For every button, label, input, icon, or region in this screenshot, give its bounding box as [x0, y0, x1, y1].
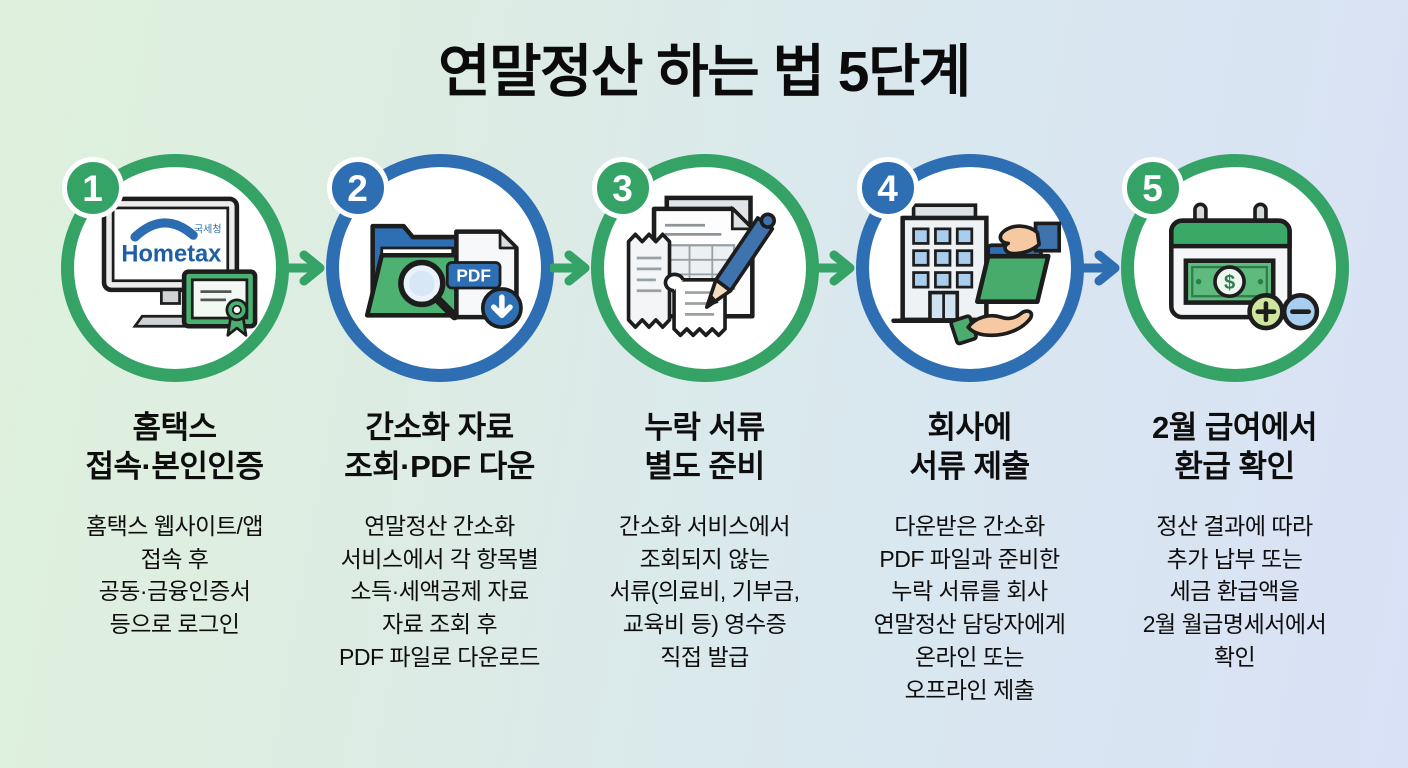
step-5-circle: 5 $ — [1120, 154, 1349, 382]
flow-arrow-4-icon — [1080, 250, 1120, 286]
step-2-number-badge: 2 — [326, 157, 389, 219]
svg-text:국세청: 국세청 — [193, 224, 221, 236]
documents-receipt-pen-icon — [626, 195, 776, 338]
step-1: 1 국세청 Hometax 홈택스 접속·본인인증 — [42, 154, 307, 641]
step-1-number-badge: 1 — [61, 157, 124, 219]
step-1-description: 홈택스 웹사이트/앱 접속 후 공동·금융인증서 등으로 로그인 — [85, 512, 264, 638]
flow-arrow-2-icon — [550, 250, 590, 286]
page-title: 연말정산 하는 법 5단계 — [438, 40, 971, 104]
folder-search-pdf-download-icon: PDF — [364, 223, 523, 329]
building-folder-handover-icon — [890, 203, 1061, 346]
flow-arrow-3-icon — [815, 250, 855, 286]
step-2: 2 PDF 간소화 자료 조회·PDF 다운 연말정산 간소화 서비스 — [307, 154, 572, 674]
step-3-description: 간소화 서비스에서 조회되지 않는 서류(의료비, 기부금, 교육비 등) 영수… — [609, 512, 800, 671]
step-2-title: 간소화 자료 조회·PDF 다운 — [344, 410, 535, 485]
step-3-number-badge: 3 — [591, 157, 654, 219]
svg-text:$: $ — [1223, 272, 1234, 294]
step-2-circle: 2 PDF — [325, 154, 554, 382]
step-5: 5 $ 2월 급여에서 환급 확인 정산 결과 — [1102, 154, 1367, 674]
step-1-title: 홈택스 접속·본인인증 — [85, 410, 264, 485]
step-4: 4 — [837, 154, 1102, 707]
hometax-monitor-certificate-icon: 국세청 Hometax — [101, 196, 257, 337]
step-5-description: 정산 결과에 따라 추가 납부 또는 세금 환급액을 2월 월급명세서에서 확인 — [1142, 512, 1327, 671]
step-5-number-badge: 5 — [1121, 157, 1184, 219]
svg-text:PDF: PDF — [456, 266, 491, 286]
step-3: 3 — [572, 154, 837, 674]
calendar-money-refund-icon: $ — [1168, 202, 1319, 331]
step-2-description: 연말정산 간소화 서비스에서 각 항목별 소득·세액공제 자료 자료 조회 후 … — [339, 512, 540, 671]
step-3-circle: 3 — [590, 154, 819, 382]
flow-arrow-1-icon — [285, 250, 325, 286]
svg-text:Hometax: Hometax — [121, 242, 221, 268]
step-5-title: 2월 급여에서 환급 확인 — [1152, 410, 1317, 485]
step-4-circle: 4 — [855, 154, 1084, 382]
step-1-circle: 1 국세청 Hometax — [60, 154, 289, 382]
step-3-title: 누락 서류 별도 준비 — [644, 410, 765, 485]
step-4-title: 회사에 서류 제출 — [909, 410, 1030, 485]
step-4-description: 다운받은 간소화 PDF 파일과 준비한 누락 서류를 회사 연말정산 담당자에… — [873, 512, 1066, 704]
step-4-number-badge: 4 — [856, 157, 919, 219]
